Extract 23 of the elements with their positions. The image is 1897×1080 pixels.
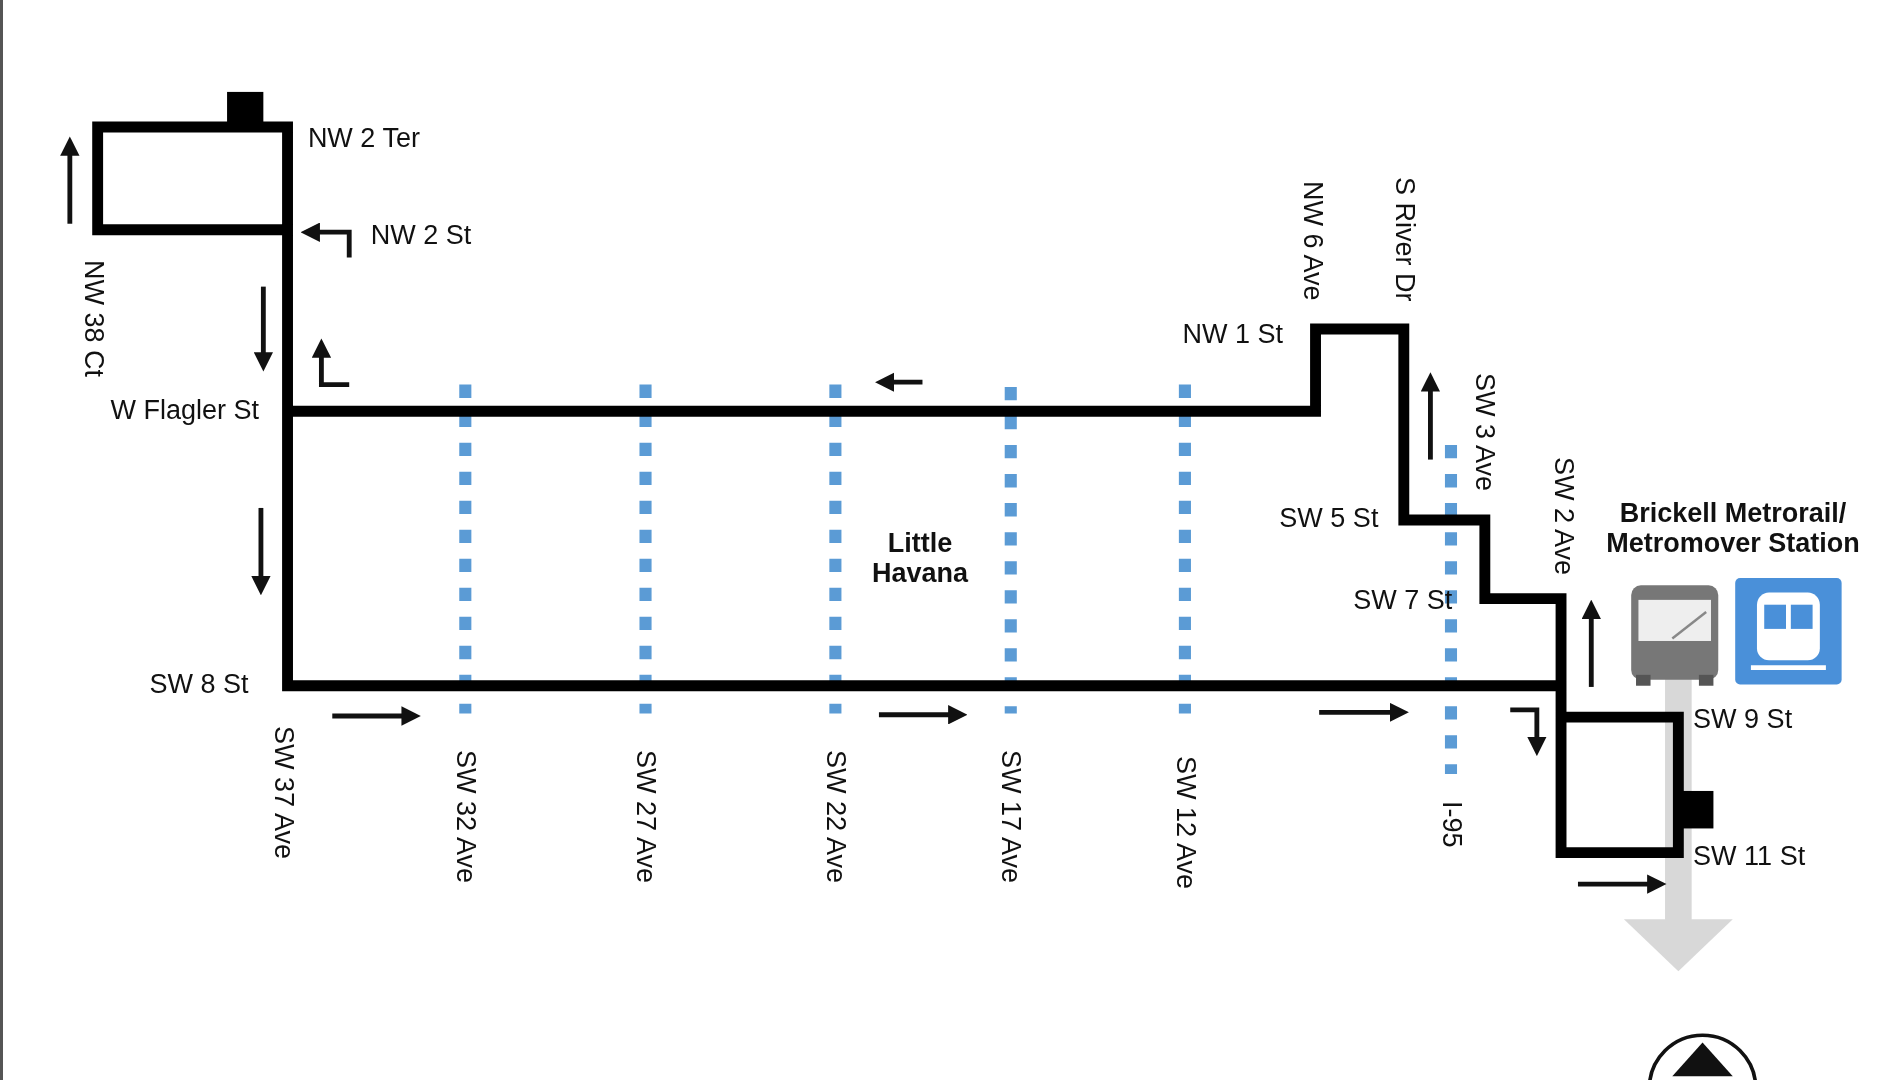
street-label: SW 32 Ave	[450, 750, 480, 884]
street-label: NW 1 St	[1182, 320, 1284, 350]
street-label: SW 11 St	[1693, 841, 1806, 872]
place-label: Little Havana	[871, 529, 970, 589]
street-label: W Flagler St	[110, 396, 259, 426]
street-label: SW 3 Ave	[1468, 372, 1499, 491]
street-label: SW 8 St	[149, 669, 249, 700]
street-label: SW 22 Ave	[820, 750, 851, 884]
street-label: SW 7 St	[1353, 586, 1453, 616]
street-label: S River Dr	[1388, 176, 1419, 302]
place-label: Brickell Metrorail/ Metromover Station	[1605, 499, 1861, 559]
street-label: NW 2 St	[370, 220, 472, 251]
street-label: SW 5 St	[1279, 504, 1379, 534]
street-label: SW 27 Ave	[630, 750, 661, 884]
street-label: SW 9 St	[1693, 704, 1793, 735]
street-label: NW 38 Ct	[78, 260, 109, 378]
street-label: I-95	[1436, 800, 1466, 848]
street-label: SW 37 Ave	[268, 725, 299, 859]
street-label: NW 2 Ter	[307, 124, 420, 154]
street-label: SW 12 Ave	[1170, 756, 1200, 890]
street-label: SW 2 Ave	[1548, 457, 1579, 576]
street-label: NW 6 Ave	[1297, 181, 1327, 302]
street-label: SW 17 Ave	[995, 750, 1026, 884]
